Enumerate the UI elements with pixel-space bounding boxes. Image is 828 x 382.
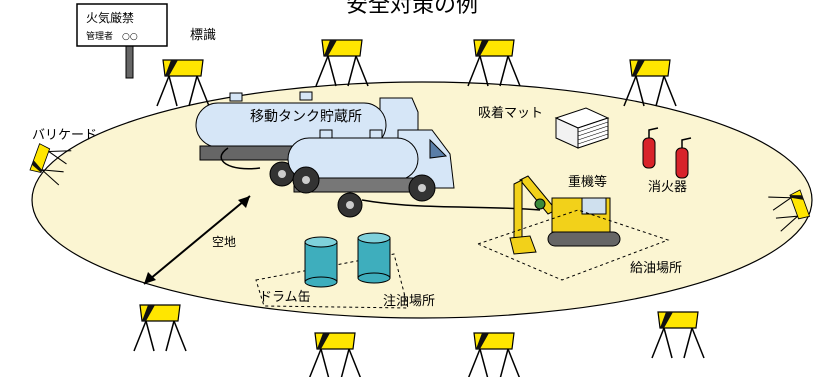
sign-text-line2: 管理者 ○○ bbox=[86, 30, 138, 42]
sign-label: 標識 bbox=[190, 28, 216, 43]
mat-label: 吸着マット bbox=[478, 105, 543, 121]
barricade bbox=[467, 39, 521, 87]
excavator bbox=[509, 175, 621, 255]
absorbent-mat bbox=[554, 107, 610, 149]
tank-truck-front bbox=[220, 129, 541, 218]
drum-label: ドラム缶 bbox=[259, 290, 311, 305]
sign-text-line1: 火気厳禁 bbox=[86, 10, 134, 25]
pouring-area-label: 注油場所 bbox=[383, 294, 435, 309]
barricade bbox=[133, 304, 187, 352]
open-space-label: 空地 bbox=[212, 235, 236, 249]
barricade bbox=[651, 311, 705, 359]
barricade bbox=[315, 39, 369, 87]
barricade bbox=[156, 59, 210, 107]
open-space-arrow bbox=[143, 195, 251, 285]
barricade bbox=[467, 332, 521, 380]
tank-truck-label: 移動タンク貯蔵所 bbox=[250, 109, 362, 125]
pouring-area-outline bbox=[255, 253, 409, 309]
fueling-area-label: 給油場所 bbox=[630, 261, 682, 276]
heavy-machinery-label: 重機等 bbox=[568, 174, 607, 190]
no-fire-sign: 火気厳禁 管理者 ○○ bbox=[76, 3, 168, 79]
drum-icon bbox=[357, 232, 391, 284]
barricade bbox=[308, 332, 362, 380]
fire-extinguisher-icon bbox=[642, 127, 659, 169]
barricade bbox=[623, 59, 677, 107]
fire-extinguisher-icon bbox=[675, 137, 692, 179]
extinguisher-label: 消火器 bbox=[648, 180, 687, 195]
fueling-area-outline bbox=[476, 209, 670, 281]
page-title: 安全対策の例 bbox=[346, 0, 478, 18]
drum-icon bbox=[304, 236, 338, 288]
barricade-label: バリケード bbox=[32, 128, 97, 143]
